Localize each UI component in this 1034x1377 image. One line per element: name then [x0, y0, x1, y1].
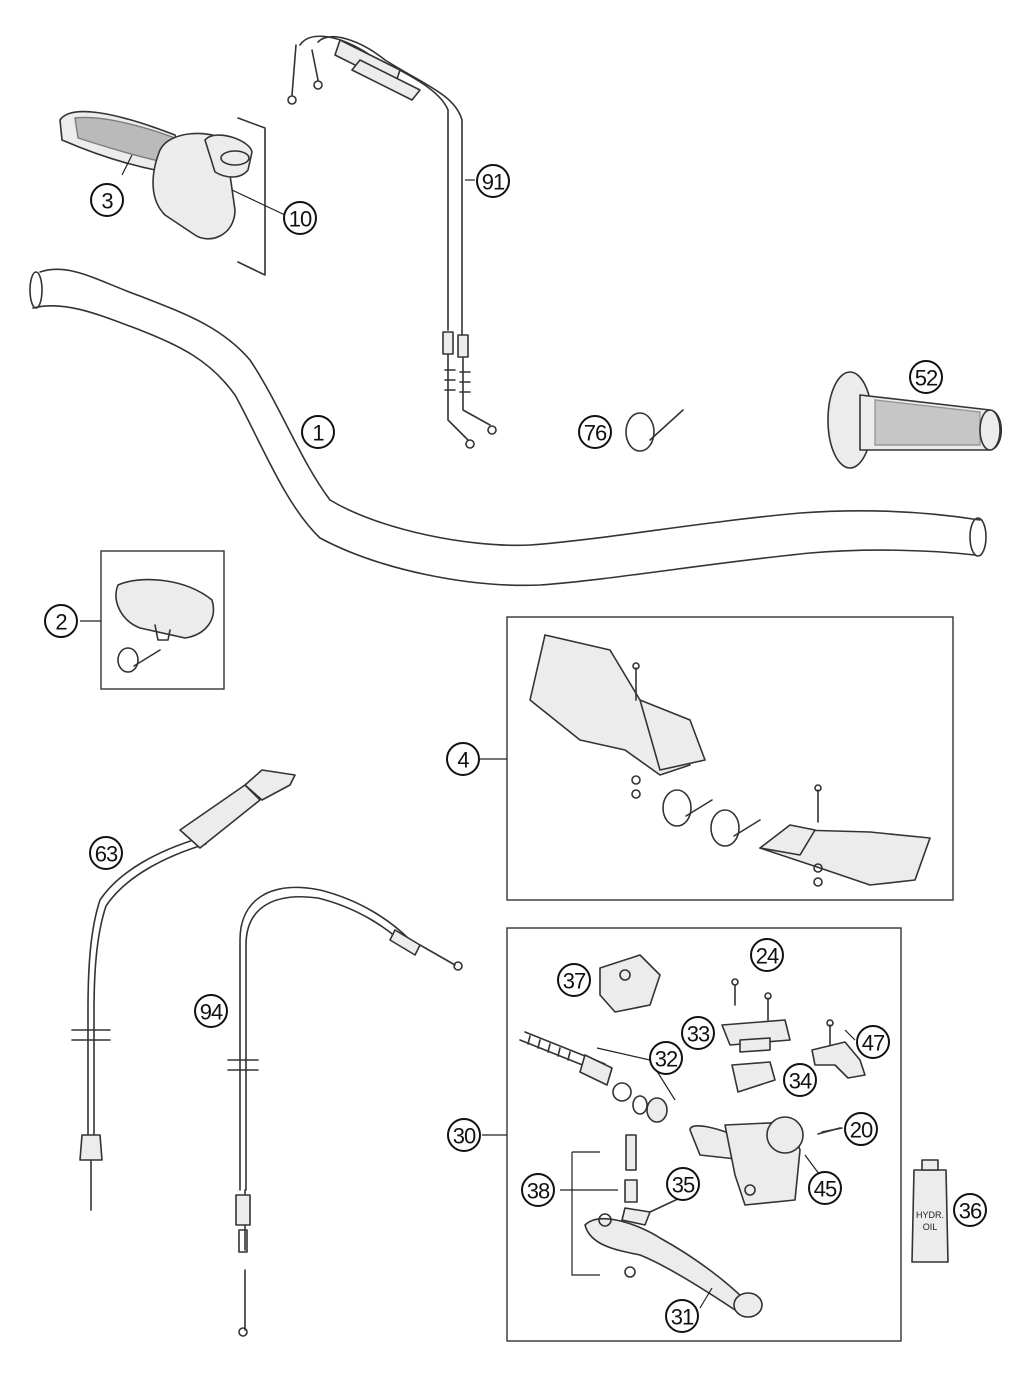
callout-label: 3: [101, 189, 113, 214]
left-grip: [827, 371, 1002, 469]
callout-10: 10: [283, 201, 317, 235]
callout-3: 3: [90, 183, 124, 217]
cable-tie: [625, 409, 684, 452]
callout-32: 32: [649, 1041, 683, 1075]
callout-47: 47: [856, 1025, 890, 1059]
callout-label: 33: [687, 1022, 710, 1047]
callout-label: 2: [55, 610, 67, 635]
callout-37: 37: [557, 963, 591, 997]
brake-master-cylinder-group: [482, 927, 902, 1342]
callout-30: 30: [447, 1118, 481, 1152]
callout-label: 37: [563, 969, 586, 994]
callout-label: 52: [915, 366, 938, 391]
callout-1: 1: [301, 415, 335, 449]
callout-31: 31: [665, 1299, 699, 1333]
callout-label: 20: [850, 1118, 873, 1143]
callout-label: 35: [672, 1173, 695, 1198]
callout-label: 36: [959, 1199, 982, 1224]
callout-label: 76: [584, 421, 607, 446]
callout-34: 34: [783, 1063, 817, 1097]
bottle-label-line2: OIL: [923, 1222, 938, 1232]
handguard-group: [480, 616, 954, 901]
callout-label: 47: [862, 1031, 885, 1056]
callout-4: 4: [446, 742, 480, 776]
callout-label: 91: [482, 170, 505, 195]
callout-label: 38: [527, 1179, 550, 1204]
bottle-label-line1: HYDR.: [916, 1210, 944, 1220]
callout-label: 10: [289, 207, 312, 232]
callout-label: 4: [457, 748, 469, 773]
callout-label: 1: [312, 421, 324, 446]
callout-label: 45: [814, 1177, 837, 1202]
clutch-cable-braided: [71, 769, 296, 1211]
callout-label: 24: [756, 944, 779, 969]
callout-38: 38: [521, 1173, 555, 1207]
callout-91: 91: [476, 164, 510, 198]
throttle-grip-assembly: [59, 110, 286, 276]
callout-52: 52: [909, 360, 943, 394]
hydraulic-oil-bottle: HYDR. OIL: [911, 1159, 949, 1263]
callout-94: 94: [194, 994, 228, 1028]
callout-35: 35: [666, 1167, 700, 1201]
callout-label: 30: [453, 1124, 476, 1149]
callout-76: 76: [578, 415, 612, 449]
callout-label: 31: [671, 1305, 694, 1330]
callout-24: 24: [750, 938, 784, 972]
callout-label: 63: [95, 842, 118, 867]
callout-45: 45: [808, 1171, 842, 1205]
callout-label: 94: [200, 1000, 223, 1025]
handlebar-pad-group: [80, 550, 225, 690]
callout-2: 2: [44, 604, 78, 638]
callout-36: 36: [953, 1193, 987, 1227]
handlebar: [29, 268, 987, 587]
callout-20: 20: [844, 1112, 878, 1146]
control-cable: [227, 886, 463, 1337]
callout-label: 32: [655, 1047, 678, 1072]
throttle-cable-pair: [287, 35, 497, 449]
callout-33: 33: [681, 1016, 715, 1050]
callout-label: 34: [789, 1069, 812, 1094]
callout-63: 63: [89, 836, 123, 870]
